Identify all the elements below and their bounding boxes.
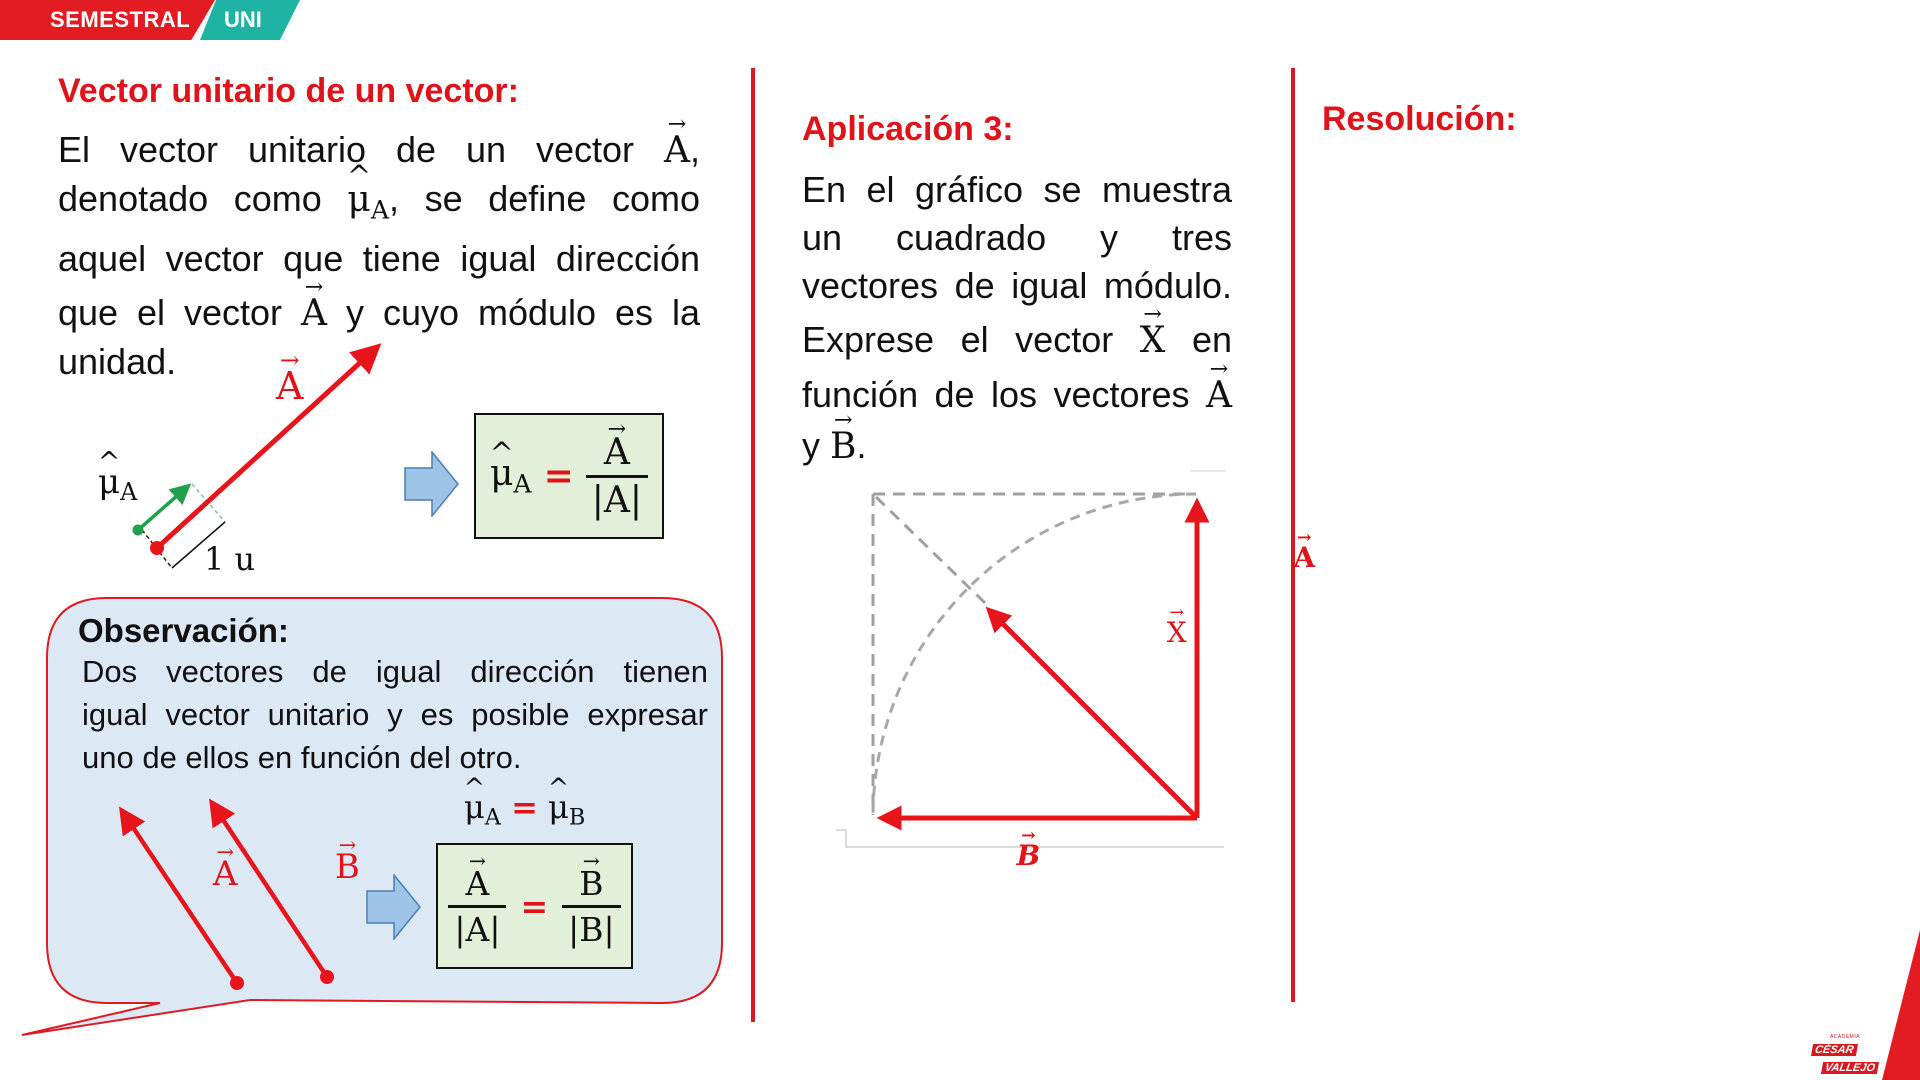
unit-length-label: 1 u	[204, 540, 256, 578]
unit-vector-symbol: μ	[347, 176, 370, 224]
square-vectors-diagram	[836, 470, 1226, 848]
implies-arrow-icon-2	[366, 874, 421, 940]
section-title-unit-vector: Vector unitario de un vector:	[58, 72, 519, 110]
square-label-b: B	[1017, 839, 1041, 872]
definition-line-1: El vector unitario de un vector A,	[58, 126, 700, 175]
quarter-circle-arc	[871, 492, 1197, 818]
badge-semestral-label: SEMESTRAL	[50, 7, 191, 32]
square-label-a: A	[1293, 541, 1315, 574]
vector-a-arrow	[155, 343, 382, 550]
vector-a-symbol: A	[664, 127, 690, 175]
formula-lhs: μA	[490, 453, 532, 499]
unit-vectors-equal-relation: μA = μB	[464, 788, 585, 831]
unit-vector-formula: μA = A |A|	[474, 413, 664, 539]
vector-b-parallel-arrow	[209, 798, 329, 979]
observation-text: Dos vectores de igual dirección tienen i…	[82, 654, 708, 775]
unit-length-bracket	[171, 521, 226, 569]
diagonal-dashed	[874, 495, 987, 605]
badge-red-segment	[0, 0, 215, 40]
column-divider-left	[751, 68, 755, 1022]
definition-line-2: denotado como μA, se define como	[58, 175, 700, 235]
vector-x-symbol: X	[1140, 317, 1166, 365]
vector-x-square-arrow	[985, 606, 1199, 820]
observation-title: Observación:	[78, 612, 289, 649]
definition-line-3: aquel vector que tiene igual dirección	[58, 237, 700, 279]
vector-a-label: A	[276, 364, 303, 408]
formula-fraction: A |A|	[585, 432, 649, 521]
square-label-x: X	[1167, 616, 1187, 649]
definition-line-4: que el vector A y cuyo módulo es la	[58, 289, 700, 338]
unit-vector-arrow	[136, 483, 192, 532]
corner-red-stripe	[1882, 930, 1920, 1080]
parallel-vectors-diagram	[118, 798, 334, 990]
course-badge: SEMESTRAL UNI	[0, 0, 300, 40]
implies-arrow-icon	[404, 451, 459, 517]
vector-a-parallel-arrow	[118, 806, 239, 985]
badge-uni-label: UNI	[224, 7, 262, 32]
unit-vector-label: μA	[98, 462, 137, 506]
section-title-application: Aplicación 3:	[802, 110, 1014, 148]
vector-a-parallel-label: A	[213, 854, 238, 894]
definition-line-5: unidad.	[58, 340, 177, 382]
vector-b-parallel-label: B	[335, 847, 360, 887]
cesar-vallejo-logo: ACADEMIA CÉSAR VALLEJO	[1810, 1034, 1879, 1076]
equal-unit-vectors-formula: A |A| = B |B|	[436, 843, 633, 969]
unit-vector-definition: El vector unitario de un vector A, denot…	[58, 126, 700, 386]
column-divider-right	[1291, 68, 1295, 1002]
section-title-resolution: Resolución:	[1322, 100, 1517, 138]
application-statement: En el gráfico se muestra un cuadrado y t…	[802, 166, 1232, 471]
unit-vector-diagram	[132, 343, 382, 569]
